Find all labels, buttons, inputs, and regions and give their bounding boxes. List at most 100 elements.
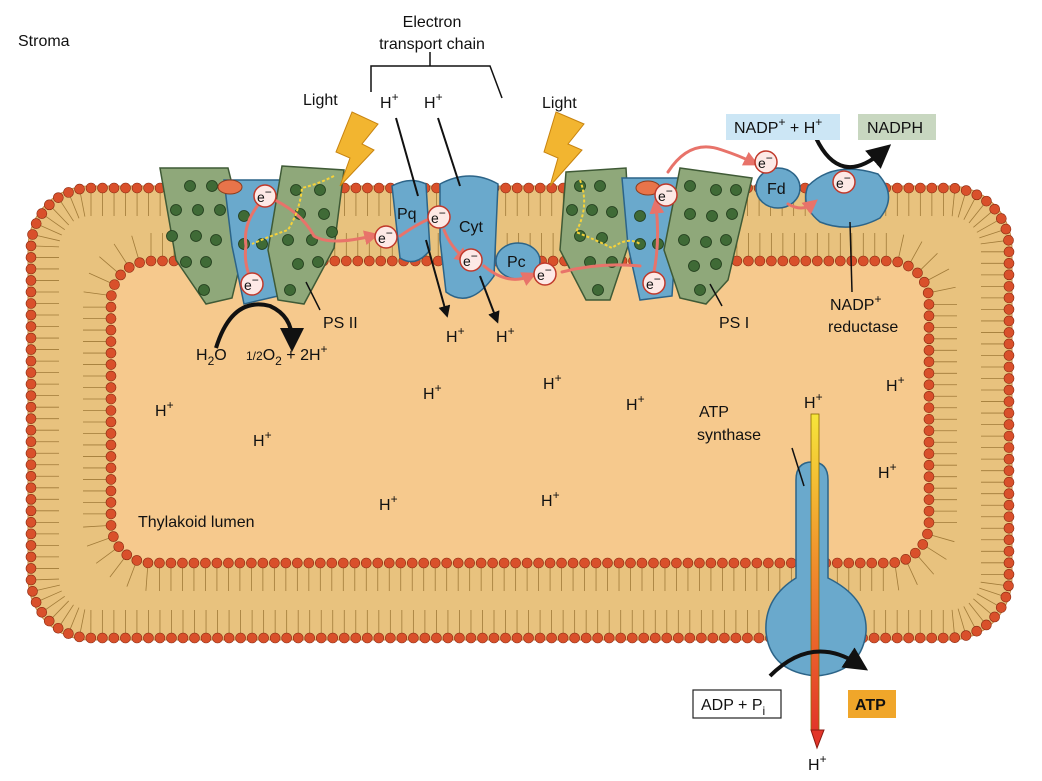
lipid-head <box>511 632 523 644</box>
lipid-head <box>763 557 774 569</box>
lipid-head <box>464 557 475 569</box>
lipid-head <box>27 229 38 240</box>
pigment-dot <box>684 208 696 220</box>
lipid-head <box>602 557 613 569</box>
lipid-head <box>923 459 935 471</box>
lipid-head <box>326 557 338 569</box>
lipid-head <box>981 195 992 207</box>
lipid-head <box>372 557 384 569</box>
lipid-head <box>25 528 37 540</box>
nadph-label: NADPH <box>867 120 923 137</box>
lipid-head <box>74 183 85 195</box>
svg-text:e−: e− <box>244 273 259 293</box>
lipid-head <box>579 557 590 569</box>
pigment-dot <box>200 256 212 268</box>
lumen-label: Thylakoid lumen <box>138 514 255 531</box>
ferredoxin-fd <box>755 167 801 209</box>
lipid-head <box>419 632 431 644</box>
lipid-head <box>923 448 935 460</box>
lipid-head <box>303 557 315 569</box>
pigment-dot <box>730 184 742 196</box>
lightning-bolt-icon <box>335 111 379 187</box>
pigment-dot <box>256 238 268 250</box>
water-label: H2O <box>196 347 227 368</box>
lipid-head <box>25 367 37 378</box>
lipid-head <box>707 632 719 644</box>
lipid-head <box>350 182 362 194</box>
lipid-head <box>188 557 200 569</box>
lipid-head <box>115 269 126 281</box>
lipid-head <box>892 182 903 194</box>
atp-label: ATP <box>855 697 886 714</box>
lipid-head <box>25 413 37 424</box>
lipid-head <box>383 557 395 569</box>
lipid-head <box>880 255 892 267</box>
lipid-head <box>105 428 117 439</box>
lipid-head <box>105 370 117 382</box>
photosystem-ii <box>159 165 345 305</box>
lipid-head <box>719 632 730 644</box>
lipid-head <box>671 557 682 569</box>
lipid-head <box>373 632 385 644</box>
lipid-head <box>812 255 823 267</box>
lipid-head <box>981 619 992 631</box>
pigment-dot <box>684 180 696 192</box>
lipid-head <box>989 203 1001 215</box>
lipid-head <box>1000 591 1012 603</box>
pigment-dot <box>312 256 324 268</box>
lipid-head <box>362 632 373 644</box>
lipid-head <box>926 182 938 194</box>
lipid-head <box>362 182 373 194</box>
thylakoid-membrane <box>25 182 1015 644</box>
pigment-dot <box>314 184 326 196</box>
lipid-head <box>923 436 935 448</box>
lipid-head <box>923 367 935 379</box>
pigment-dot <box>592 284 604 296</box>
lipid-head <box>673 632 684 644</box>
lipid-head <box>108 531 119 542</box>
svg-text:e−: e− <box>257 185 272 205</box>
electron-marker: e− <box>832 170 856 194</box>
lipid-head <box>235 632 246 644</box>
lipid-head <box>165 557 177 569</box>
lipid-head <box>25 286 37 298</box>
lipid-head <box>105 416 117 428</box>
lipid-head <box>923 390 935 402</box>
pigment-dot <box>290 184 302 196</box>
pigment-dot <box>190 230 202 242</box>
electron-marker: e− <box>427 205 451 229</box>
lipid-head <box>246 632 258 644</box>
lipid-head <box>363 255 375 267</box>
lipid-head <box>989 611 1000 623</box>
lipid-head <box>123 262 135 273</box>
lipid-head <box>705 557 717 569</box>
pigment-dot <box>214 204 226 216</box>
lipid-head <box>97 182 108 194</box>
lightning-bolt-icon <box>543 111 585 187</box>
lipid-head <box>113 541 125 552</box>
proton-channel <box>810 413 820 731</box>
lipid-head <box>1003 269 1015 281</box>
lipid-head <box>25 517 37 528</box>
pigment-dot <box>282 234 294 246</box>
lipid-head <box>1003 407 1015 419</box>
pigment-dot <box>180 256 192 268</box>
lipid-head <box>105 405 117 416</box>
lipid-head <box>754 255 766 267</box>
lipid-head <box>52 622 64 634</box>
lipid-head <box>891 632 903 644</box>
lipid-head <box>487 557 498 569</box>
lipid-head <box>923 345 935 356</box>
lipid-head <box>337 557 349 569</box>
adp-label: ADP + Pi <box>701 697 765 718</box>
lipid-head <box>25 563 37 574</box>
lipid-head <box>385 632 396 644</box>
photosystem-i <box>559 167 753 305</box>
lipid-head <box>105 462 117 474</box>
proton-label: H+ <box>541 488 560 510</box>
lipid-head <box>636 557 648 569</box>
lipid-head <box>1003 465 1015 476</box>
lipid-head <box>105 324 117 336</box>
lipid-head <box>43 615 55 627</box>
lipid-head <box>615 632 627 644</box>
